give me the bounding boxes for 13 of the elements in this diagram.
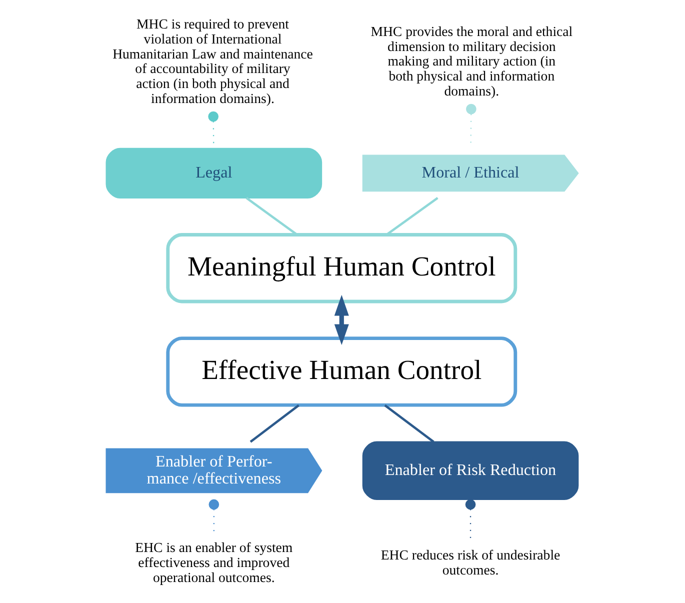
node-text: MHC provides the moral and ethical dimension to military decision making and military action (in both physical and information domains). xyxy=(370,24,573,99)
connector xyxy=(246,197,298,236)
node-box: Meaningful Human Control xyxy=(166,233,518,304)
connector xyxy=(384,404,434,443)
connector xyxy=(386,197,438,236)
node-text: MHC is required to prevent violation of International Humanitarian Law and maintenance of accountability of military action (in both physical and information domains). xyxy=(112,16,313,106)
node-text: EHC reduces risk of undesirable outcomes. xyxy=(380,547,560,578)
node-box: Legal xyxy=(106,148,322,199)
node-box: Enabler of Risk Reduction xyxy=(362,441,579,500)
connector xyxy=(250,404,300,443)
node-box: Effective Human Control xyxy=(166,336,518,407)
arrow xyxy=(334,294,349,345)
node-text: EHC is an enabler of system effectiveness and improved operational outcomes. xyxy=(135,540,293,585)
